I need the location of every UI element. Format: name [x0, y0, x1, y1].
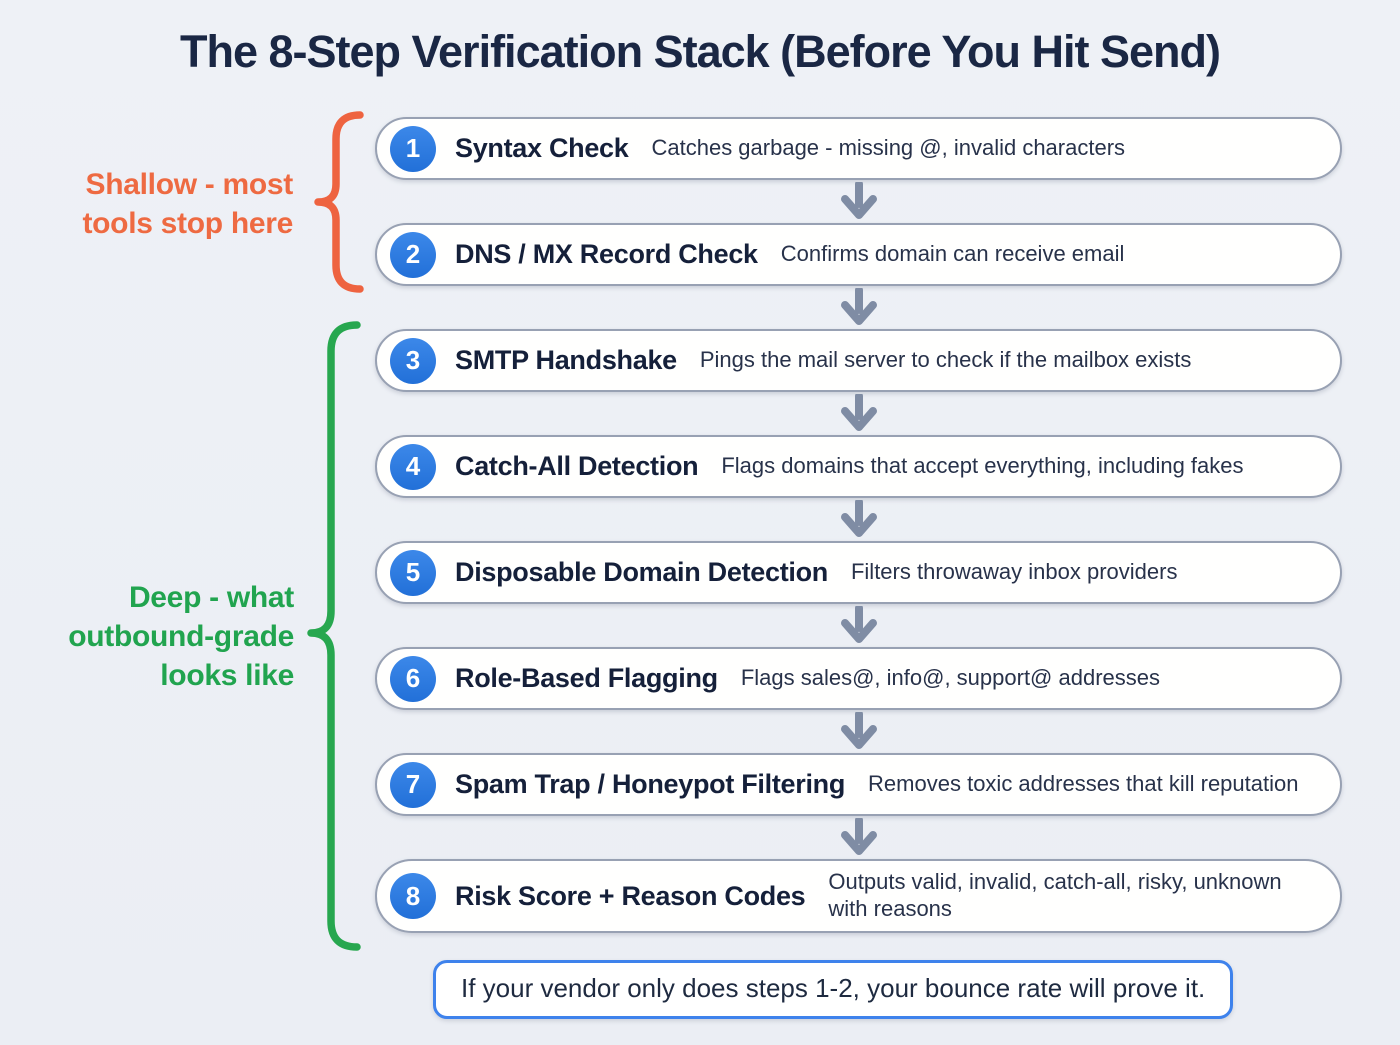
- arrow-gap: [375, 604, 1342, 647]
- step-number-badge: 8: [390, 873, 436, 919]
- down-arrow-icon: [840, 605, 877, 643]
- step-number: 5: [405, 557, 421, 587]
- down-arrow-icon: [840, 287, 877, 325]
- arrow-gap: [375, 710, 1342, 753]
- step-description: Flags sales@, info@, support@ addresses: [740, 665, 1161, 691]
- page-title: The 8-Step Verification Stack (Before Yo…: [179, 26, 1221, 77]
- deep-group-label: Deep - what outbound-grade looks like: [28, 578, 294, 695]
- deep-group-label-line: outbound-grade: [68, 620, 294, 653]
- step-number-badge: 6: [390, 655, 436, 702]
- step-description: Flags domains that accept everything, in…: [721, 453, 1244, 479]
- step-number-badge: 2: [390, 231, 436, 278]
- step-pill-6: 6 Role-Based Flagging Flags sales@, info…: [375, 647, 1342, 710]
- deep-group-label-line: Deep - what: [128, 581, 294, 614]
- arrow-gap: [375, 498, 1342, 541]
- step-description: Catches garbage - missing @, invalid cha…: [651, 135, 1126, 161]
- shallow-group-label-line: Shallow - most: [85, 168, 294, 201]
- shallow-group-brace-icon: [314, 111, 364, 293]
- step-pill-2: 2 DNS / MX Record Check Confirms domain …: [375, 223, 1342, 286]
- arrow-gap: [375, 180, 1342, 223]
- step-title: Disposable Domain Detection: [455, 557, 828, 587]
- step-number: 1: [405, 133, 421, 163]
- step-pill-7: 7 Spam Trap / Honeypot Filtering Removes…: [375, 753, 1342, 816]
- step-description: Filters throwaway inbox providers: [850, 559, 1178, 585]
- shallow-group-label-line: tools stop here: [82, 207, 293, 240]
- step-number-badge: 4: [390, 443, 436, 490]
- step-number: 6: [405, 663, 421, 693]
- arrow-gap: [375, 286, 1342, 329]
- down-arrow-icon: [840, 393, 877, 431]
- step-number: 4: [405, 451, 421, 481]
- deep-group-brace-icon: [307, 321, 361, 951]
- step-title: Risk Score + Reason Codes: [455, 880, 806, 911]
- step-number-badge: 7: [390, 761, 436, 808]
- step-pill-3: 3 SMTP Handshake Pings the mail server t…: [375, 329, 1342, 392]
- deep-group-label-line: looks like: [160, 659, 294, 692]
- step-number-badge: 5: [390, 549, 436, 596]
- down-arrow-icon: [840, 499, 877, 537]
- step-pill-5: 5 Disposable Domain Detection Filters th…: [375, 541, 1342, 604]
- step-number: 3: [405, 345, 421, 375]
- step-number: 8: [405, 880, 421, 911]
- arrow-gap: [375, 816, 1342, 859]
- step-title: Spam Trap / Honeypot Filtering: [455, 769, 846, 799]
- down-arrow-icon: [840, 817, 877, 855]
- step-pill-1: 1 Syntax Check Catches garbage - missing…: [375, 117, 1342, 180]
- step-description: Outputs valid, invalid, catch-all, risky…: [828, 869, 1282, 921]
- arrow-gap: [375, 392, 1342, 435]
- step-description: Pings the mail server to check if the ma…: [699, 347, 1192, 373]
- step-pill-8: 8 Risk Score + Reason Codes Outputs vali…: [375, 859, 1342, 933]
- step-description: Confirms domain can receive email: [780, 241, 1125, 267]
- footer-note: If your vendor only does steps 1-2, your…: [433, 960, 1234, 1019]
- down-arrow-icon: [840, 181, 877, 219]
- step-number: 7: [405, 769, 421, 799]
- step-title: Catch-All Detection: [455, 451, 699, 481]
- step-title: Role-Based Flagging: [455, 663, 718, 693]
- shallow-group-label: Shallow - most tools stop here: [38, 165, 293, 243]
- step-number-badge: 3: [390, 337, 436, 384]
- steps-flow: 1 Syntax Check Catches garbage - missing…: [375, 117, 1342, 933]
- step-number-badge: 1: [390, 125, 436, 172]
- down-arrow-icon: [840, 711, 877, 749]
- step-title: Syntax Check: [455, 133, 629, 163]
- step-description: Removes toxic addresses that kill reputa…: [868, 771, 1299, 797]
- step-number: 2: [405, 239, 421, 269]
- step-pill-4: 4 Catch-All Detection Flags domains that…: [375, 435, 1342, 498]
- step-title: DNS / MX Record Check: [455, 239, 758, 269]
- step-title: SMTP Handshake: [455, 345, 677, 375]
